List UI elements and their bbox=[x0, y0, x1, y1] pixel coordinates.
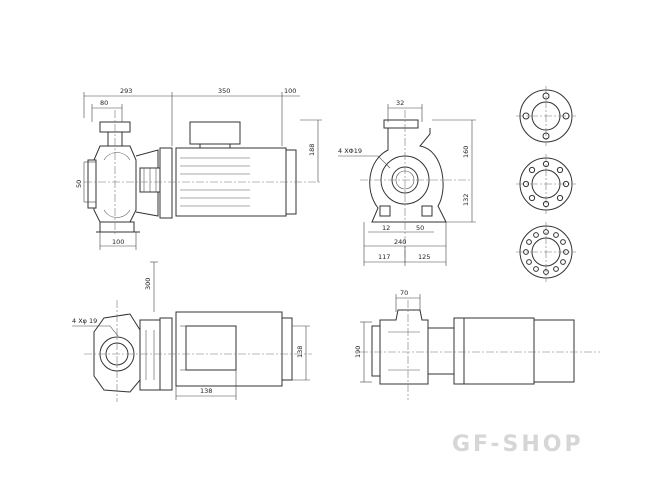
dim-front-height: 160 bbox=[462, 146, 470, 158]
flange-12-hole bbox=[516, 222, 576, 282]
dim-front-bolt: 4 XΦ19 bbox=[338, 147, 362, 155]
dim-side-base: 100 bbox=[112, 238, 124, 246]
dim-front-240: 240 bbox=[394, 238, 406, 246]
dim-motor-end: 100 bbox=[284, 87, 296, 95]
flange-views bbox=[516, 86, 576, 282]
dim-front-12: 12 bbox=[382, 224, 390, 232]
dim-top-138-horizontal: 138 bbox=[200, 387, 212, 395]
dim-motor-length: 350 bbox=[218, 87, 230, 95]
flange-8-hole bbox=[516, 154, 576, 214]
dim-front-125: 125 bbox=[418, 253, 430, 261]
side-view: 293 350 100 80 188 50 100 bbox=[75, 87, 322, 250]
rear-view: 70 190 bbox=[354, 289, 600, 400]
dim-side-height: 188 bbox=[308, 144, 316, 156]
dim-front-50: 50 bbox=[416, 224, 424, 232]
top-view: 300 138 138 4 Xφ 19 bbox=[72, 261, 312, 402]
flange-4-hole bbox=[516, 86, 576, 146]
dim-side-total: 293 bbox=[120, 87, 132, 95]
dim-front-117: 117 bbox=[378, 253, 390, 261]
watermark-logo: GF-SHOP bbox=[452, 432, 584, 457]
front-view: 32 160 132 4 XΦ19 12 50 240 117 125 bbox=[338, 99, 476, 266]
dim-rear-190: 190 bbox=[354, 346, 362, 358]
dim-side-flange: 80 bbox=[100, 99, 108, 107]
dim-top-300: 300 bbox=[144, 278, 152, 290]
dim-front-shaft: 132 bbox=[462, 194, 470, 206]
dim-top-bolt: 4 Xφ 19 bbox=[72, 317, 97, 325]
dim-front-outlet: 32 bbox=[396, 99, 404, 107]
dim-side-outlet: 50 bbox=[75, 180, 83, 188]
dim-top-138-vertical: 138 bbox=[296, 346, 304, 358]
dim-rear-70: 70 bbox=[400, 289, 408, 297]
